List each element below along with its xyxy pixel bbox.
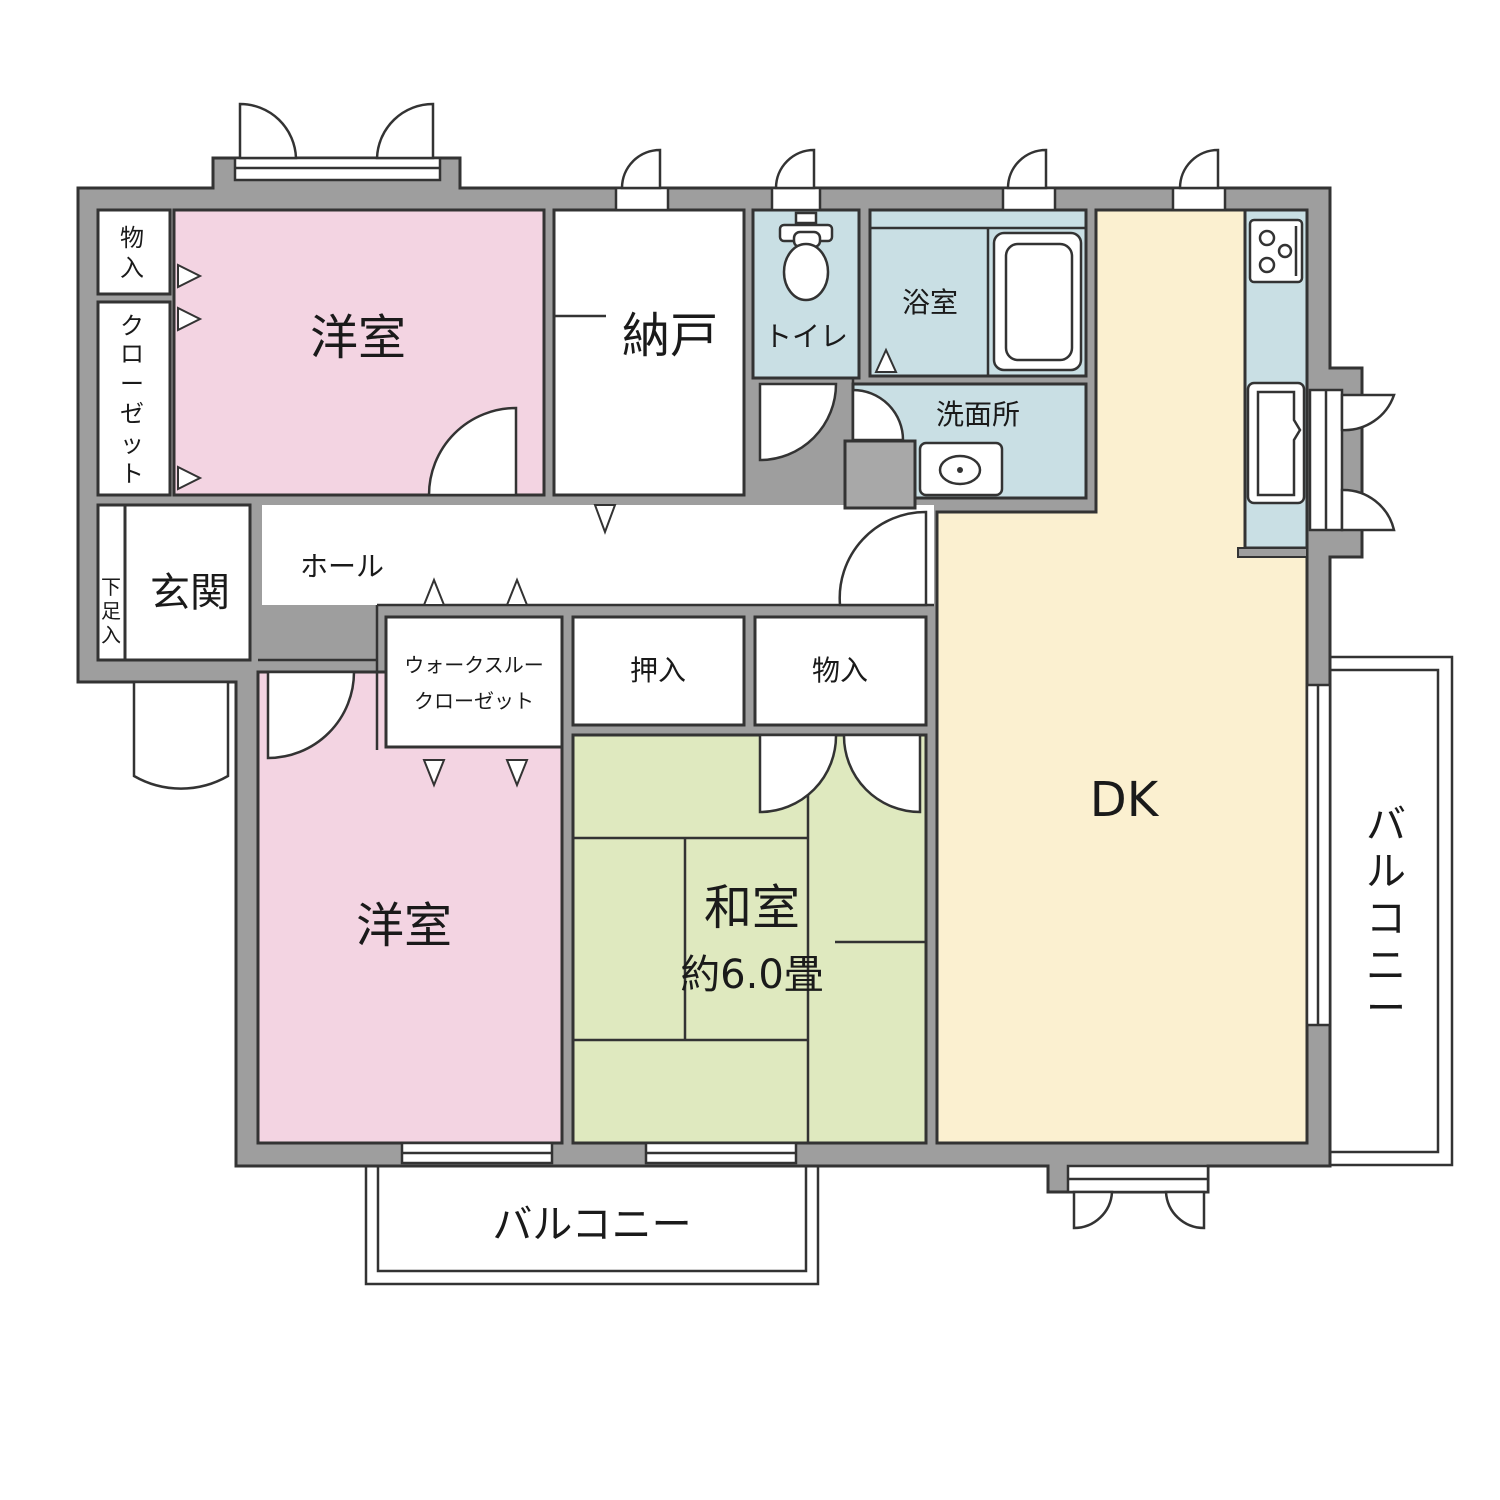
balcony-bottom xyxy=(364,1161,820,1286)
japanese-room xyxy=(571,733,928,1145)
label-western-room-bottom: 洋室 xyxy=(356,898,452,954)
label-closet-left-4: ゼ xyxy=(120,400,144,428)
label-walk-through-closet-2: クローゼット xyxy=(414,689,534,713)
label-closet-left-1: ク xyxy=(120,312,144,340)
label-storage-top-left-2: 入 xyxy=(120,254,144,282)
label-dk: DK xyxy=(1090,772,1160,828)
label-japanese-size: 約6.0畳 xyxy=(680,952,824,998)
label-closet-left-2: ロ xyxy=(120,340,144,368)
column-stub xyxy=(1237,547,1308,558)
label-toilet: トイレ xyxy=(764,320,848,353)
label-walk-through-closet-1: ウォークスルー xyxy=(404,653,543,677)
windows xyxy=(233,156,1344,1194)
label-japanese-room: 和室 xyxy=(704,880,800,936)
storeroom xyxy=(552,208,746,497)
western-room-bottom xyxy=(256,670,564,1145)
label-hall: ホール xyxy=(300,550,384,583)
folding-door-markers xyxy=(177,263,898,788)
label-balcony-bottom: バルコニー xyxy=(492,1202,691,1248)
label-balcony-right-5: ー xyxy=(1366,986,1406,1032)
label-shoe-storage-2: 足 xyxy=(101,599,121,623)
kitchen-sink xyxy=(1246,381,1306,505)
oshiire-closet xyxy=(571,615,746,727)
label-washroom: 洗面所 xyxy=(936,398,1020,431)
label-entrance: 玄関 xyxy=(150,570,230,616)
label-shoe-storage-1: 下 xyxy=(101,575,121,599)
shoe-storage xyxy=(96,503,127,662)
dk-room xyxy=(935,208,1309,1145)
label-balcony-right-2: ル xyxy=(1366,849,1406,895)
label-balcony-right-1: バ xyxy=(1366,802,1406,848)
door-swings xyxy=(132,102,1396,1230)
label-storeroom: 納戸 xyxy=(622,308,718,364)
walk-through-closet xyxy=(384,615,564,749)
label-balcony-right-4: ニ xyxy=(1366,943,1406,989)
label-closet-left-6: ト xyxy=(120,460,144,488)
stove xyxy=(1248,218,1304,284)
storage-mid xyxy=(753,615,928,727)
label-closet-left-3: ー xyxy=(120,370,144,398)
tatami-lines xyxy=(573,735,926,1143)
closet-left xyxy=(96,300,172,497)
balcony-right xyxy=(1328,655,1454,1167)
hall-floor xyxy=(262,505,934,605)
pipe-shaft xyxy=(843,439,917,510)
label-oshiire: 押入 xyxy=(630,654,686,687)
wash-basin xyxy=(918,441,1004,497)
label-closet-left-5: ッ xyxy=(120,430,144,458)
toilet-fixture xyxy=(778,211,834,302)
label-storage-mid: 物入 xyxy=(812,654,868,687)
storage-top-left xyxy=(96,208,172,296)
label-balcony-right-3: コ xyxy=(1366,896,1406,942)
bathtub xyxy=(992,231,1083,372)
label-bath: 浴室 xyxy=(902,286,958,319)
label-western-room-top: 洋室 xyxy=(310,310,406,366)
label-shoe-storage-3: 入 xyxy=(101,623,121,647)
entrance-floor xyxy=(123,503,252,662)
label-storage-top-left-1: 物 xyxy=(120,224,144,252)
